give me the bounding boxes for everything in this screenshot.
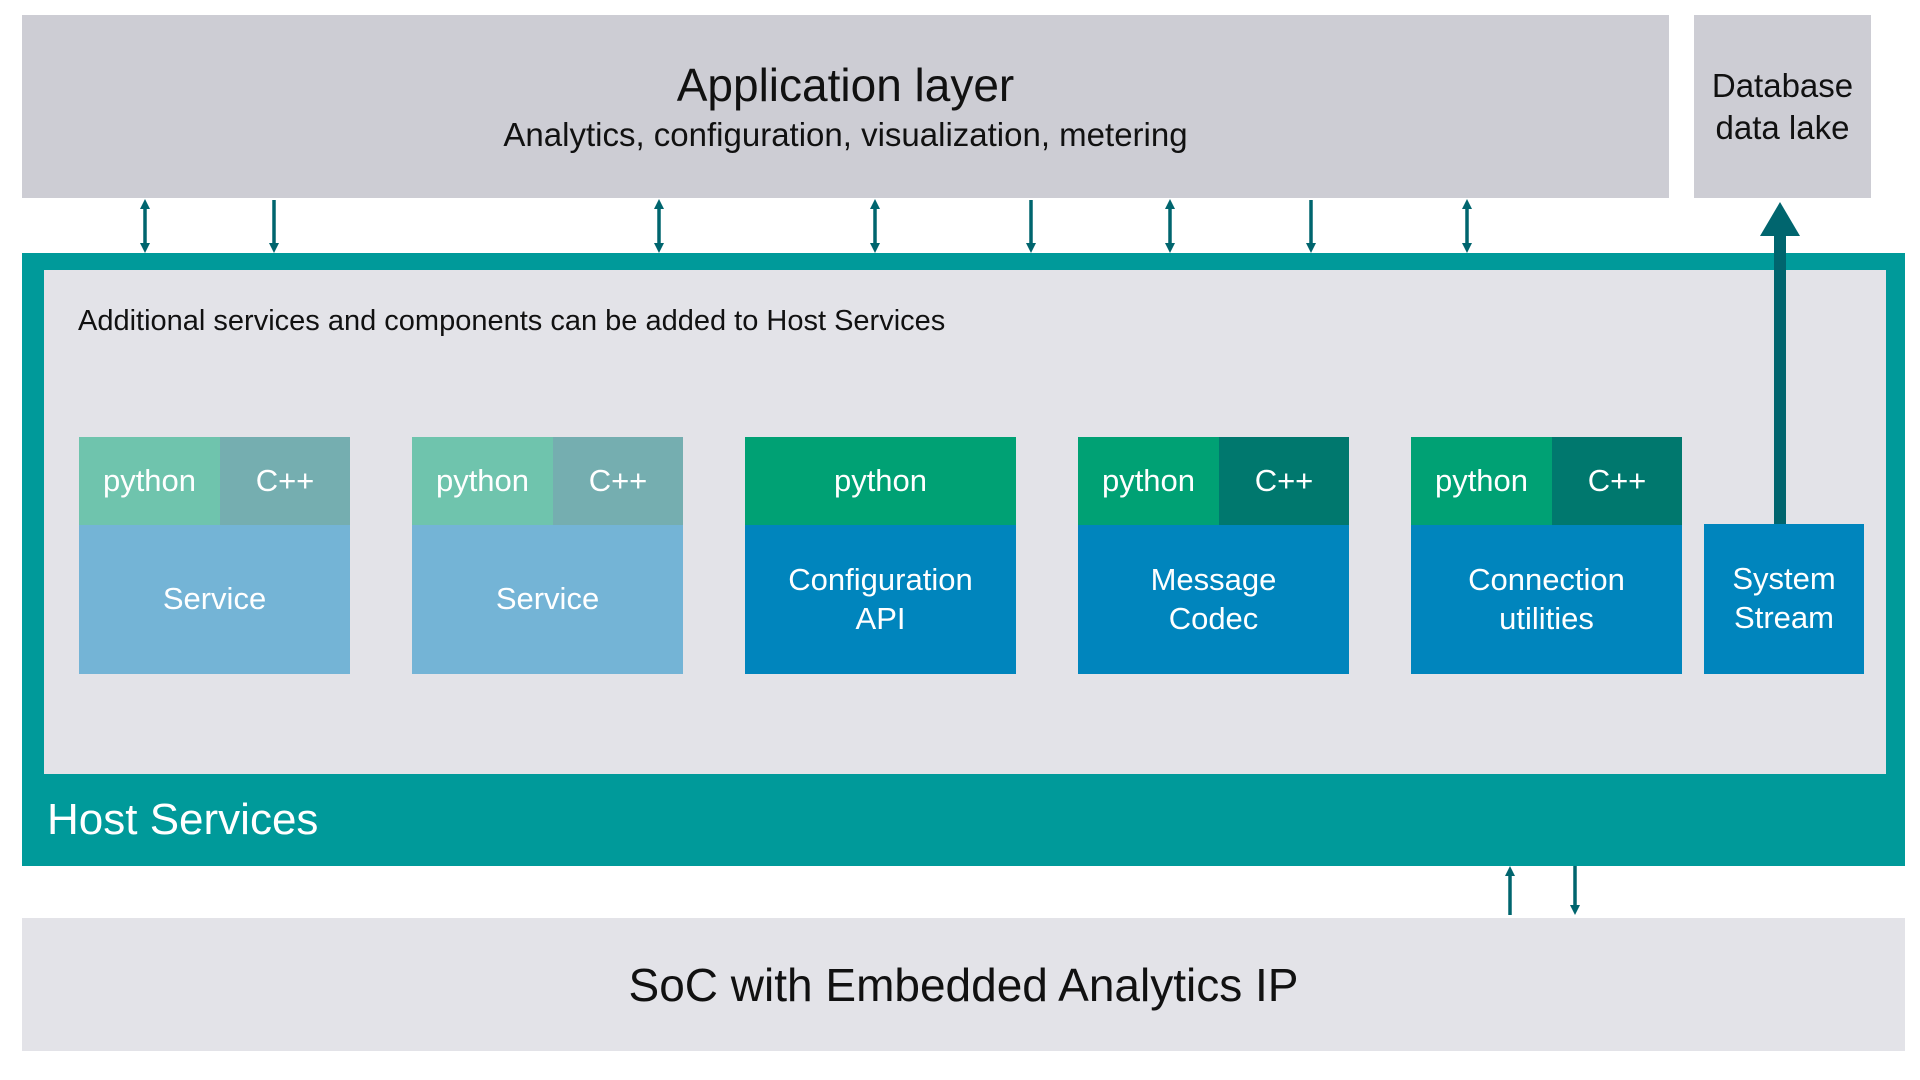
database-label-line1: Database (1711, 67, 1854, 105)
system-stream-box: System Stream (1704, 524, 1864, 674)
python-tag: python (745, 437, 1016, 525)
python-tag: python (1411, 437, 1552, 525)
host-services-note: Additional services and components can b… (78, 305, 946, 337)
component-name: Service (495, 581, 600, 617)
component-body: Service (412, 525, 683, 674)
database-data-lake-box: Database data lake (1694, 15, 1871, 198)
python-tag: python (79, 437, 220, 525)
component-name-line1: Connection (1468, 561, 1625, 597)
component-configuration-api: python Configuration API (745, 437, 1016, 674)
cpp-tag: C++ (220, 437, 350, 525)
component-body: Message Codec (1078, 525, 1349, 674)
component-name-line1: Configuration (788, 561, 973, 597)
language-row: python (745, 437, 1016, 525)
language-row: python C++ (79, 437, 350, 525)
soc-label: SoC with Embedded Analytics IP (628, 958, 1299, 1011)
system-stream-line1: System (1732, 561, 1836, 597)
soc-box: SoC with Embedded Analytics IP (22, 918, 1905, 1051)
host-services-label: Host Services (47, 795, 319, 844)
component-message-codec: python C++ Message Codec (1078, 437, 1349, 674)
component-service-2: python C++ Service (412, 437, 683, 674)
language-row: python C++ (1411, 437, 1682, 525)
application-layer-subtitle: Analytics, configuration, visualization,… (503, 115, 1188, 153)
component-service-1: python C++ Service (79, 437, 350, 674)
language-row: python C++ (412, 437, 683, 525)
cpp-tag: C++ (1219, 437, 1349, 525)
component-connection-utilities: python C++ Connection utilities (1411, 437, 1682, 674)
application-layer-box: Application layer Analytics, configurati… (22, 15, 1669, 198)
component-body: Connection utilities (1411, 525, 1682, 674)
component-name-line2: utilities (1499, 600, 1594, 636)
component-name-line2: API (855, 600, 906, 636)
component-name-line2: Codec (1168, 600, 1259, 636)
component-body: Configuration API (745, 525, 1016, 674)
component-name-line1: Message (1150, 561, 1277, 597)
component-body: Service (79, 525, 350, 674)
database-label-line2: data lake (1715, 108, 1850, 146)
system-stream-line2: Stream (1734, 600, 1834, 635)
cpp-tag: C++ (1552, 437, 1682, 525)
python-tag: python (412, 437, 553, 525)
system-stream-up-arrow-head (1760, 202, 1800, 236)
component-name: Service (162, 581, 267, 617)
python-tag: python (1078, 437, 1219, 525)
application-layer-title: Application layer (676, 59, 1015, 112)
language-row: python C++ (1078, 437, 1349, 525)
cpp-tag: C++ (553, 437, 683, 525)
